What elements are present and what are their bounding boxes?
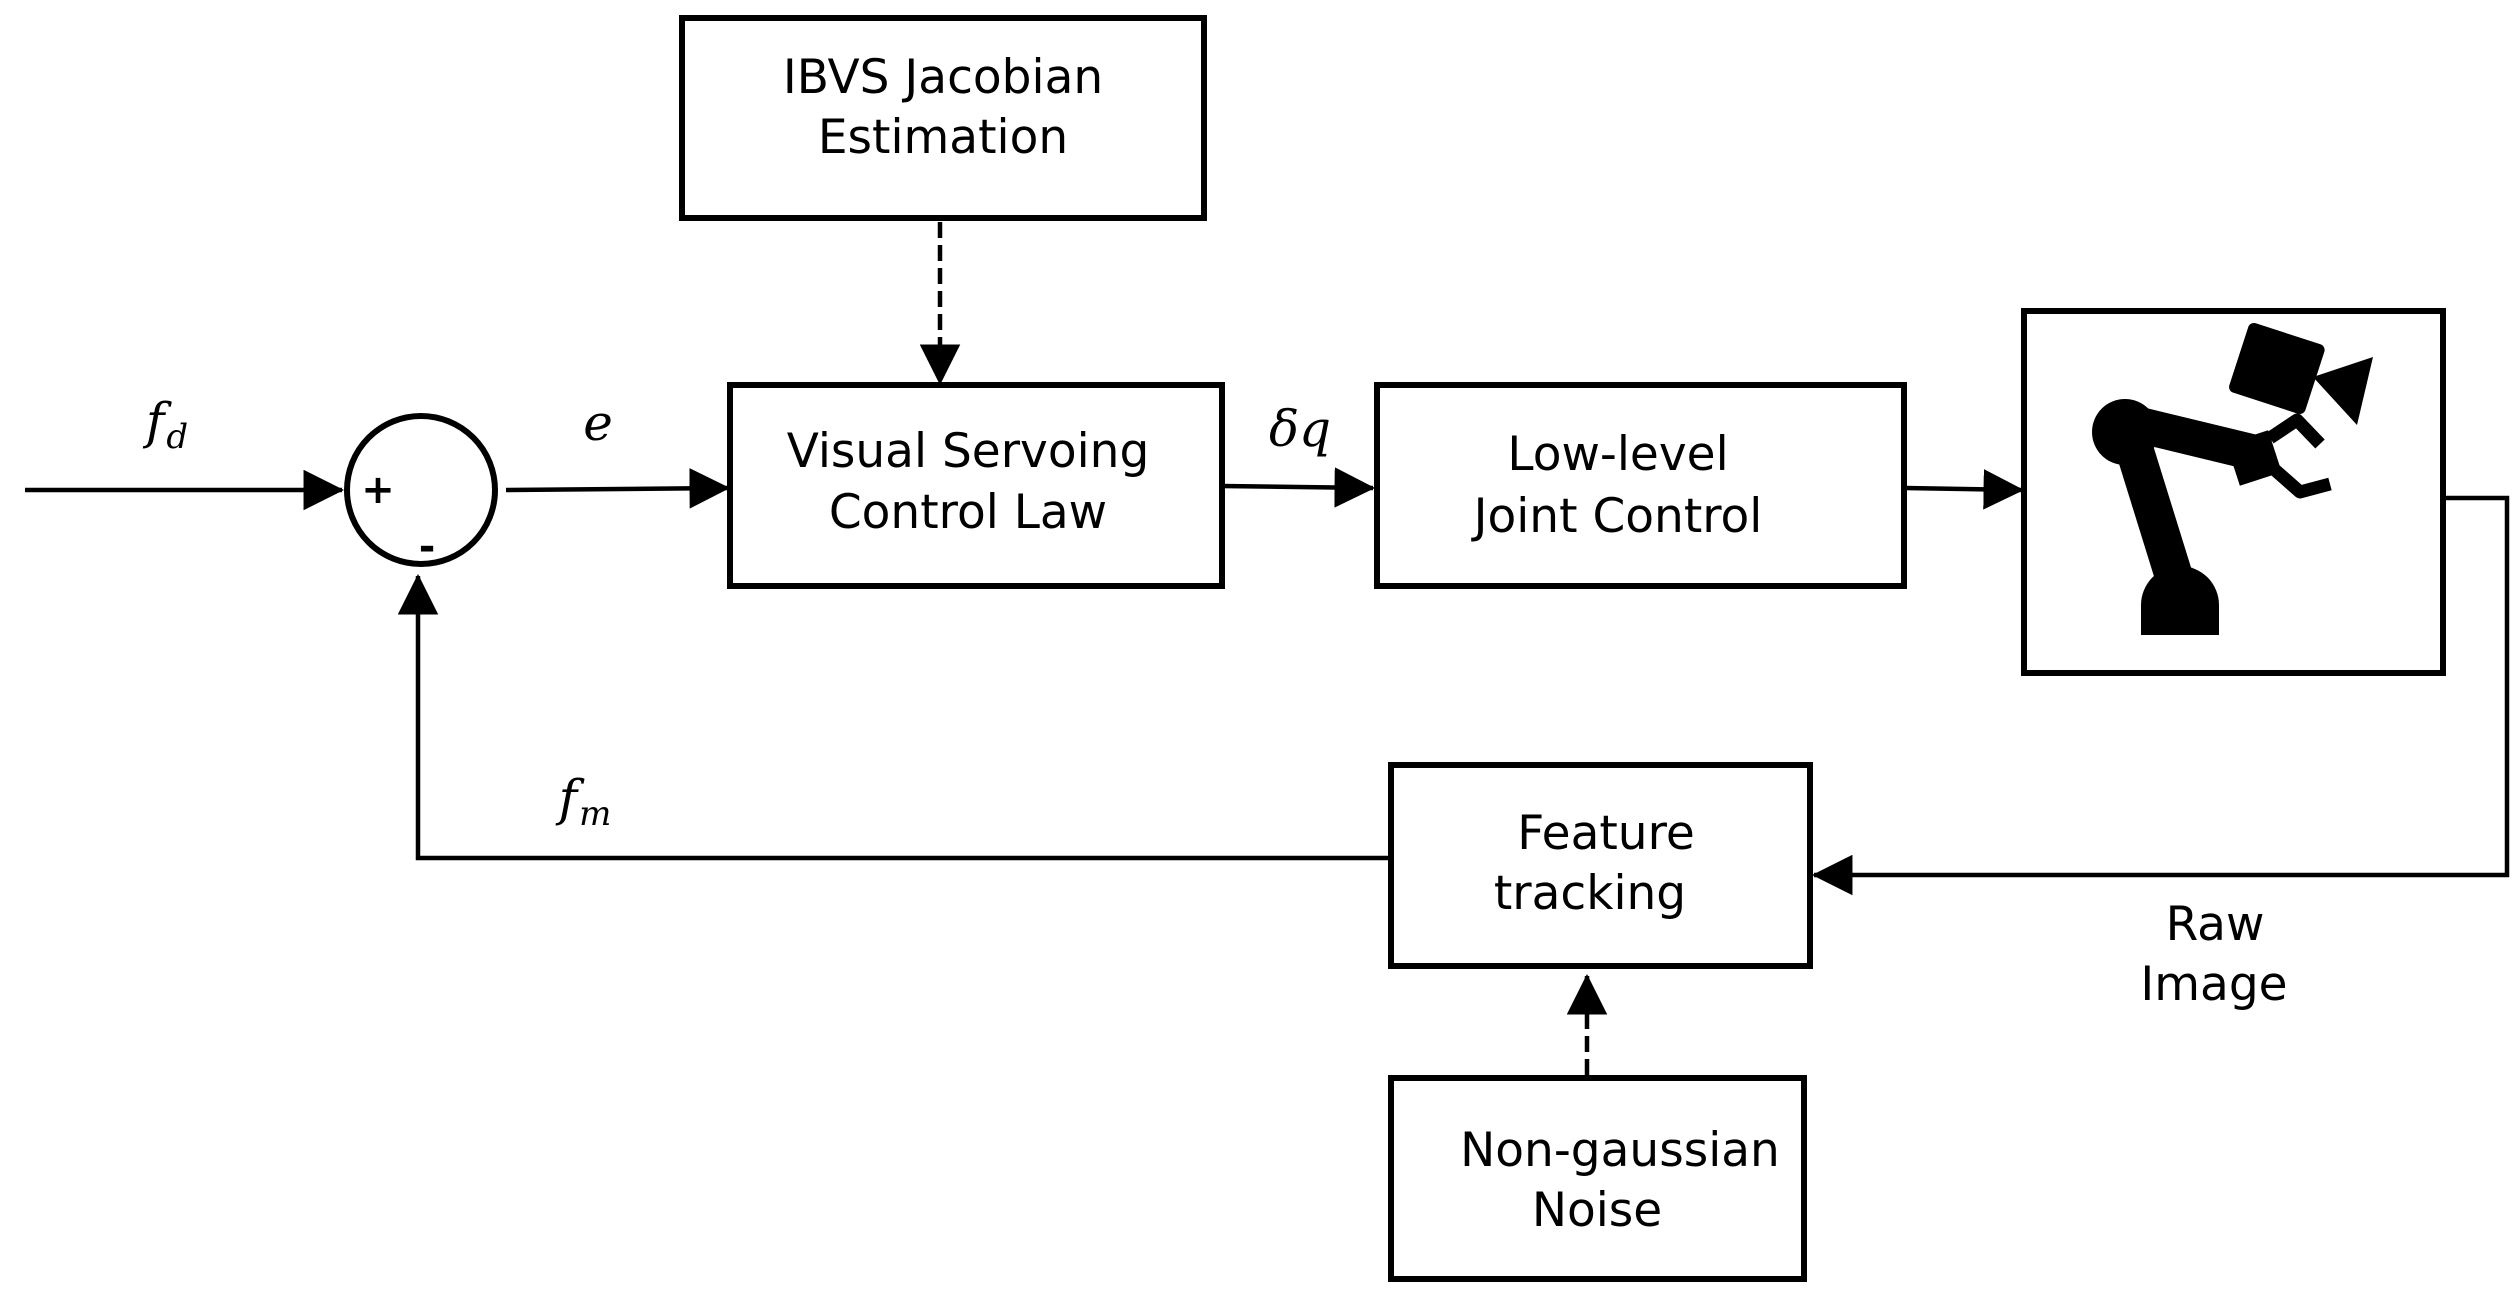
connections — [25, 222, 2510, 1075]
feature-tracking-block-line2: tracking — [1494, 866, 1686, 921]
error-arrow — [505, 468, 731, 509]
joint-control-block-line2: Joint Control — [1471, 489, 1763, 544]
noise-block-line1: Non-gaussian — [1460, 1123, 1780, 1178]
noise-block: Non-gaussian Noise — [1388, 1075, 1807, 1282]
robot-arm-with-camera-icon — [2092, 322, 2373, 635]
control-law-block: Visual Servoing Control Law — [727, 382, 1225, 589]
control-law-block-line2: Control Law — [829, 485, 1107, 540]
control-law-block-line1: Visual Servoing — [787, 424, 1150, 479]
minus-sign: - — [419, 524, 436, 570]
noise-block-line2: Noise — [1532, 1183, 1662, 1238]
summing-junction-circle — [344, 413, 498, 567]
raw-image-line2: Image — [2140, 957, 2287, 1012]
joint-control-block: Low-level Joint Control — [1374, 382, 1907, 589]
error-signal-label: e — [583, 394, 613, 452]
raw-image-line1: Raw — [2166, 897, 2265, 952]
joint-increment-signal-label: δq — [1269, 400, 1331, 458]
raw-image-arrow — [1811, 495, 2510, 896]
jacobian-block-line2: Estimation — [818, 110, 1068, 165]
plus-sign: + — [361, 467, 395, 513]
command-arrow — [1903, 469, 2025, 510]
summing-junction: + - — [344, 413, 498, 570]
reference-signal-label: fd — [142, 392, 188, 457]
jacobian-estimation-block: IBVS Jacobian Estimation — [679, 15, 1207, 221]
feedback-arrow — [397, 573, 1391, 861]
feature-tracking-block: Feature tracking — [1388, 762, 1813, 969]
jacobian-block-line1: IBVS Jacobian — [783, 50, 1103, 105]
plant-block — [2021, 308, 2446, 676]
feature-tracking-block-line1: Feature — [1517, 806, 1695, 861]
measured-signal-label: fm — [555, 769, 612, 834]
joint-increment-arrow — [1221, 467, 1376, 508]
raw-image-signal-label: Raw Image — [2140, 897, 2287, 1012]
svg-text:fm: fm — [555, 769, 612, 834]
svg-text:fd: fd — [142, 392, 188, 457]
joint-control-block-line1: Low-level — [1507, 427, 1728, 482]
